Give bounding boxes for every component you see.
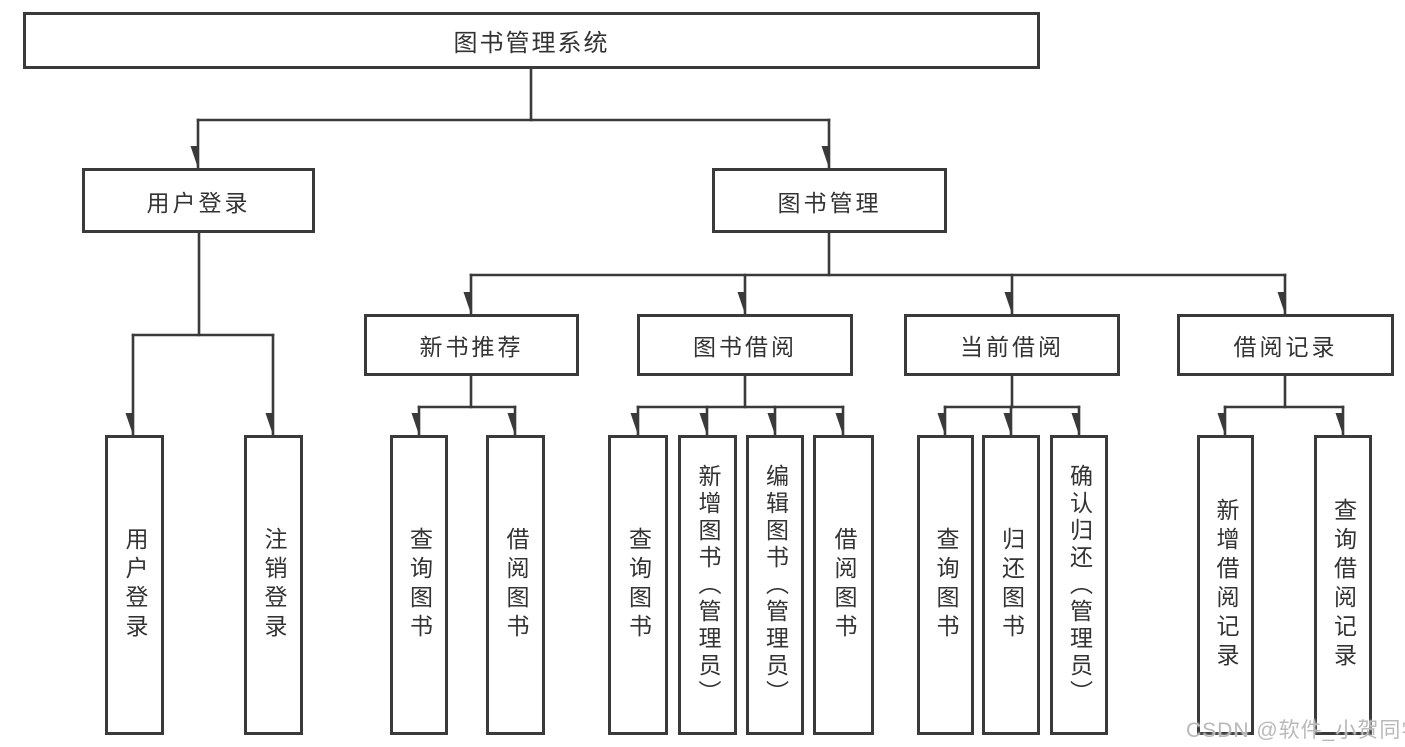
leaf-borrow-books-borrow: 借阅图书 (813, 435, 874, 735)
node-borrow-records: 借阅记录 (1177, 314, 1394, 376)
node-book-management: 图书管理 (712, 168, 947, 233)
leaf-user-login: 用户登录 (105, 435, 164, 735)
leaf-edit-book-admin: 编辑图书（管理员） (746, 435, 804, 735)
node-book-borrow: 图书借阅 (637, 314, 853, 376)
leaf-add-book-admin: 新增图书（管理员） (678, 435, 737, 735)
csdn-watermark: CSDN @软件_小贺同学 (1186, 719, 1405, 742)
leaf-confirm-return-admin: 确认归还（管理员） (1050, 435, 1108, 735)
leaf-logout: 注销登录 (244, 435, 303, 735)
node-new-book-recommend: 新书推荐 (364, 314, 579, 376)
leaf-query-borrow-record: 查询借阅记录 (1314, 435, 1372, 735)
leaf-query-books-current: 查询图书 (917, 435, 974, 735)
node-user-login: 用户登录 (82, 168, 315, 233)
leaf-borrow-books-recommend: 借阅图书 (486, 435, 545, 735)
node-current-borrow: 当前借阅 (904, 314, 1120, 376)
leaf-query-books-recommend: 查询图书 (390, 435, 448, 735)
leaf-add-borrow-record: 新增借阅记录 (1197, 435, 1254, 735)
leaf-query-books-borrow: 查询图书 (608, 435, 668, 735)
leaf-return-book: 归还图书 (982, 435, 1040, 735)
node-library-system: 图书管理系统 (23, 12, 1040, 69)
